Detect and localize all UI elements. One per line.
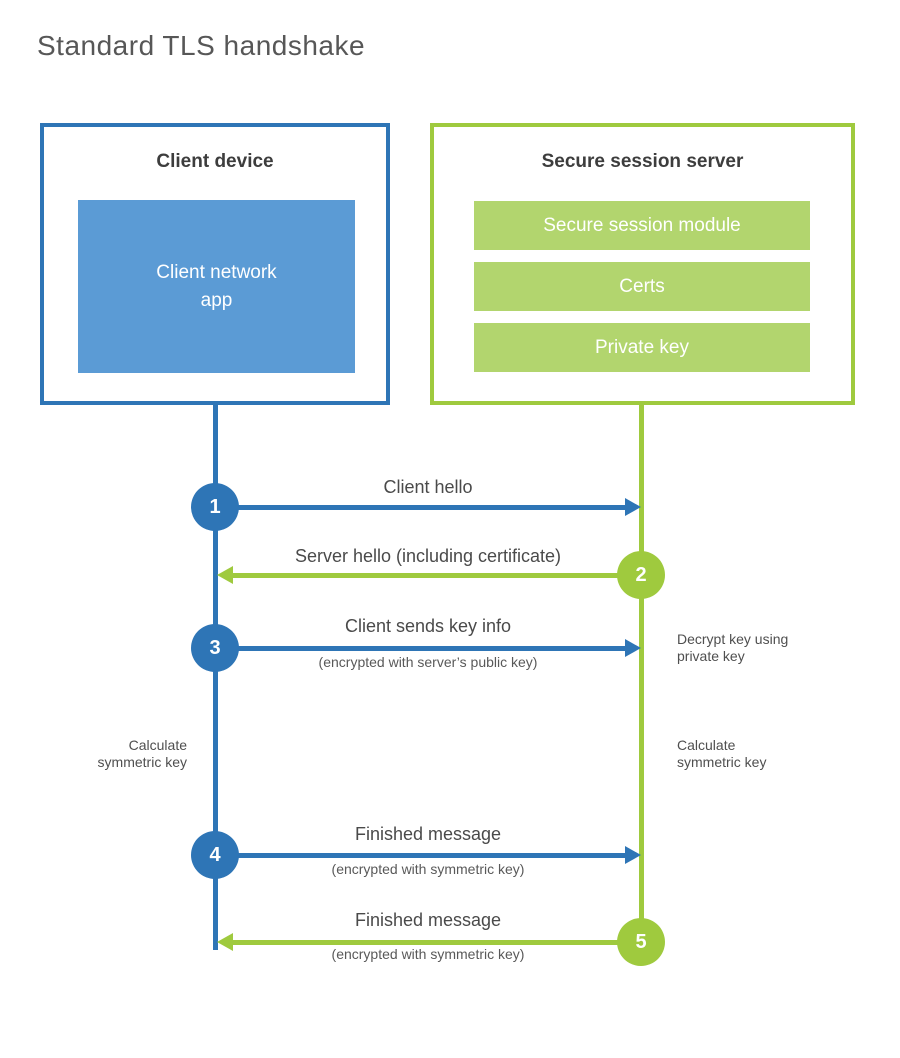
message-sublabel-finished-client: (encrypted with symmetric key) bbox=[331, 861, 525, 877]
secure-session-server-heading: Secure session server bbox=[541, 151, 744, 172]
arrow-head-right-icon bbox=[625, 639, 641, 657]
step-2-badge: 2 bbox=[617, 551, 665, 599]
step-4-badge: 4 bbox=[191, 831, 239, 879]
arrow-client-hello bbox=[215, 498, 641, 516]
step-number: 4 bbox=[209, 843, 221, 866]
client-network-app-block: Client network app bbox=[78, 200, 355, 373]
step-3-badge: 3 bbox=[191, 624, 239, 672]
arrow-head-left-icon bbox=[217, 933, 233, 951]
step-number: 5 bbox=[635, 930, 647, 953]
message-sublabel-key-info: (encrypted with server’s public key) bbox=[318, 654, 538, 670]
arrow-client-key-info bbox=[215, 639, 641, 657]
arrow-shaft bbox=[215, 852, 625, 858]
message-label-client-hello: Client hello bbox=[383, 477, 473, 497]
page-title: Standard TLS handshake bbox=[37, 30, 366, 61]
client-network-app-label: Client network app bbox=[156, 261, 277, 311]
arrow-head-right-icon bbox=[625, 498, 641, 516]
arrow-head-right-icon bbox=[625, 846, 641, 864]
step-1-badge: 1 bbox=[191, 483, 239, 531]
arrow-shaft bbox=[233, 572, 641, 578]
arrow-head-left-icon bbox=[217, 566, 233, 584]
message-sublabel-finished-server: (encrypted with symmetric key) bbox=[331, 946, 525, 962]
arrow-shaft bbox=[215, 504, 625, 510]
server-module-label: Certs bbox=[619, 275, 665, 297]
server-module-certs: Certs bbox=[474, 262, 810, 311]
note-calculate-symmetric-key-client: Calculate symmetric key bbox=[97, 737, 187, 770]
message-label-client-key-info: Client sends key info bbox=[344, 616, 512, 636]
arrow-finished-server bbox=[217, 933, 641, 951]
step-number: 1 bbox=[209, 495, 221, 518]
server-module-label: Secure session module bbox=[543, 214, 741, 236]
server-module-label: Private key bbox=[595, 336, 689, 358]
server-module-private-key: Private key bbox=[474, 323, 810, 372]
arrow-shaft bbox=[215, 645, 625, 651]
server-lifeline bbox=[639, 405, 644, 942]
message-label-finished-client: Finished message bbox=[354, 824, 502, 844]
step-number: 2 bbox=[635, 563, 647, 586]
step-number: 3 bbox=[209, 636, 221, 659]
message-label-server-hello: Server hello (including certificate) bbox=[294, 546, 562, 566]
server-module-secure-session: Secure session module bbox=[474, 201, 810, 250]
client-device-box: Client device Client network app bbox=[40, 123, 390, 405]
note-calculate-symmetric-key-server: Calculate symmetric key bbox=[677, 737, 767, 770]
message-label-finished-server: Finished message bbox=[354, 910, 502, 930]
step-5-badge: 5 bbox=[617, 918, 665, 966]
arrow-server-hello bbox=[217, 566, 641, 584]
client-device-heading: Client device bbox=[156, 151, 274, 172]
arrow-finished-client bbox=[215, 846, 641, 864]
arrow-shaft bbox=[233, 939, 641, 945]
secure-session-server-box: Secure session server Secure session mod… bbox=[430, 123, 855, 405]
client-lifeline bbox=[213, 405, 218, 950]
note-decrypt-key: Decrypt key using private key bbox=[677, 631, 789, 664]
